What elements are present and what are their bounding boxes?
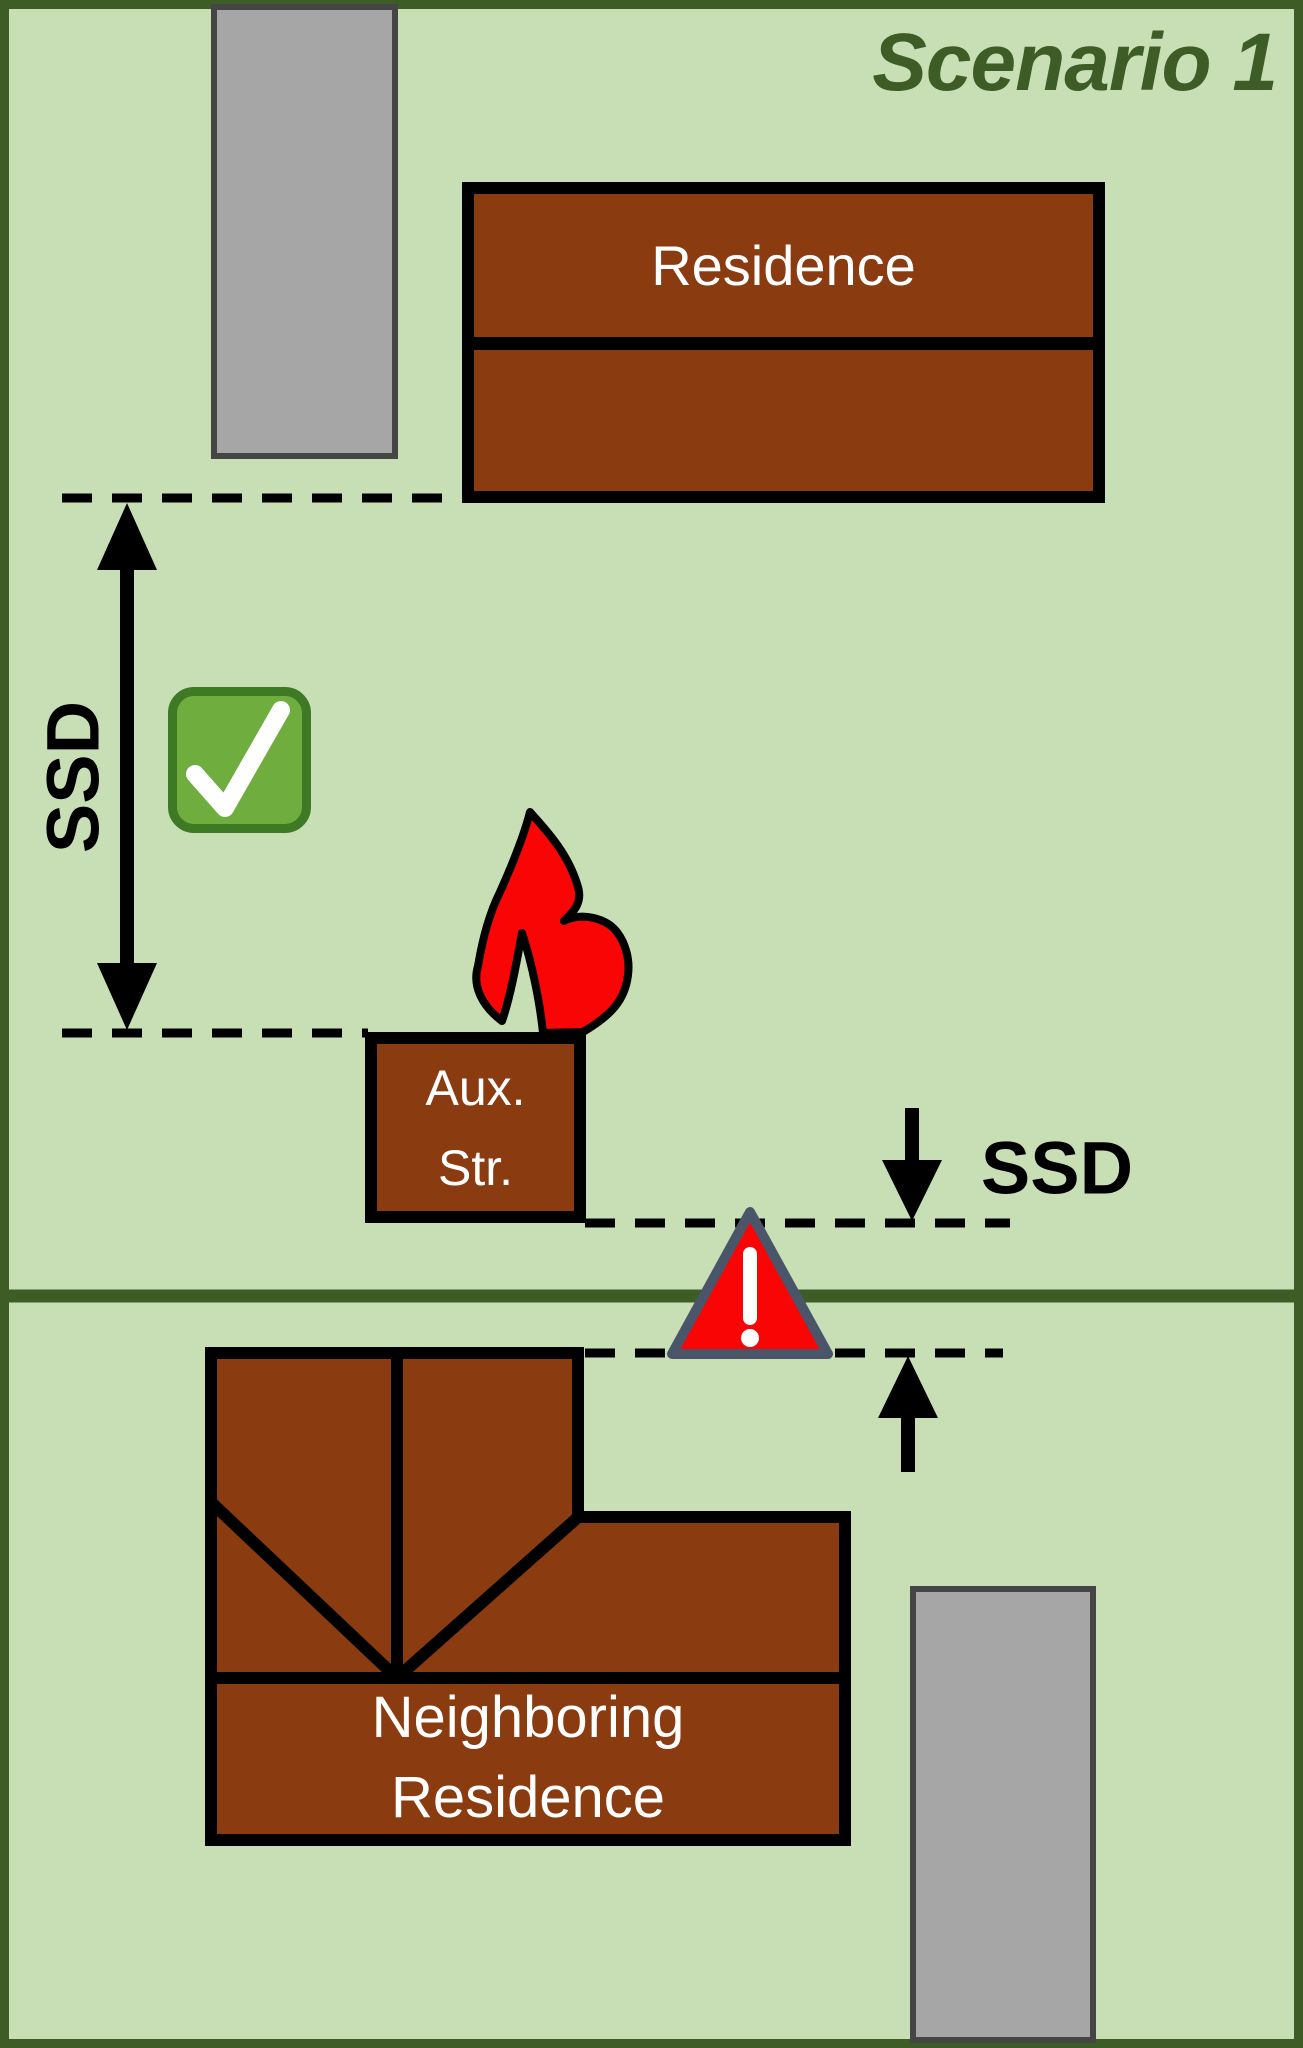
driveway-lower — [910, 1586, 1096, 2043]
ssd-label-vertical: SSD — [31, 700, 115, 854]
ssd-down-arrow — [882, 1108, 942, 1221]
driveway-upper — [211, 4, 398, 459]
aux-structure-label-line1: Aux. — [425, 1059, 526, 1116]
neighboring-residence-footprint — [205, 1347, 851, 1846]
residence-building: Residence — [462, 182, 1105, 503]
flame-icon — [472, 808, 633, 1037]
neighbor-valley-line — [393, 1514, 580, 1683]
auxiliary-structure-building: Aux. Str. — [365, 1032, 586, 1223]
ssd-up-arrow — [878, 1356, 938, 1472]
checkmark-glyph — [186, 701, 290, 817]
ssd-label-horizontal: SSD — [980, 1126, 1134, 1210]
residence-label: Residence — [651, 234, 916, 297]
residence-roof-divider — [472, 337, 1095, 350]
scenario-title: Scenario 1 — [872, 17, 1278, 108]
neighboring-residence-label: Neighboring Residence — [217, 1682, 839, 1834]
warning-triangle-icon — [667, 1207, 833, 1359]
neighboring-residence-label-line1: Neighboring — [371, 1685, 685, 1750]
exclamation-dot — [741, 1329, 759, 1347]
ssd-double-arrow — [97, 503, 157, 1030]
neighbor-hip-line-left — [208, 1499, 402, 1683]
neighboring-residence-label-line2: Residence — [390, 1765, 666, 1830]
checkmark-icon — [168, 687, 311, 833]
aux-structure-label-line2: Str. — [437, 1139, 514, 1196]
